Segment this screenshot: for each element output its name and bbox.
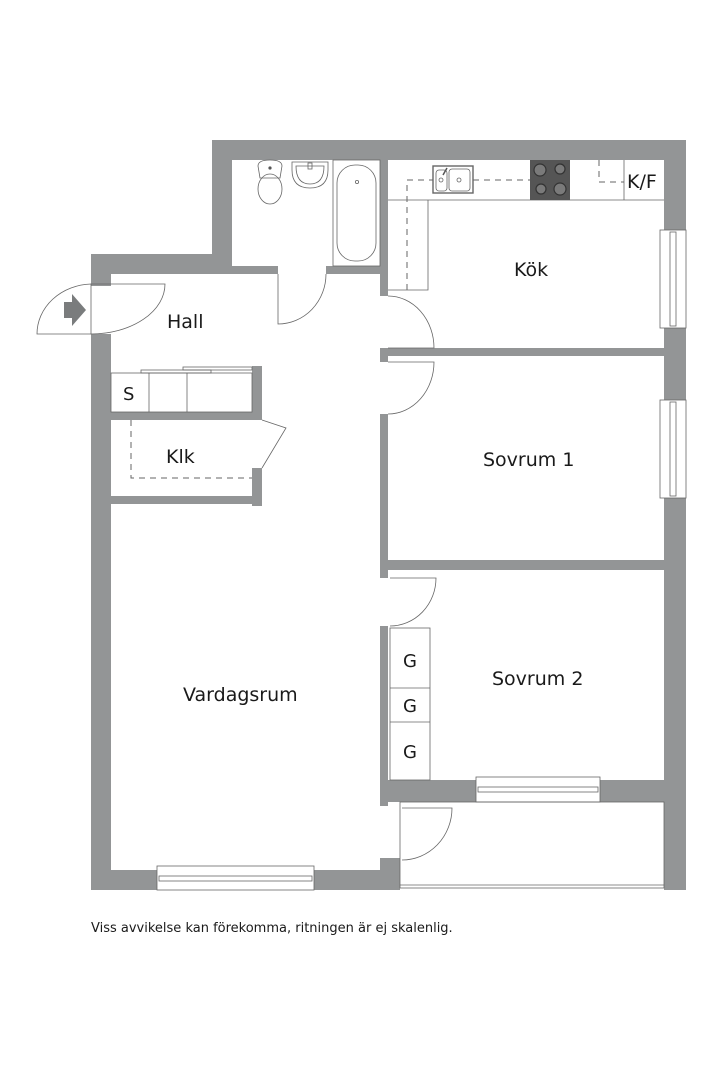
room-label-bedroom2: Sovrum 2: [492, 668, 583, 690]
room-label-fridge: K/F: [627, 171, 657, 193]
room-label-kitchen: Kök: [514, 259, 548, 281]
toilet-icon: [257, 159, 283, 205]
bathtub-icon: [332, 159, 381, 267]
sink-icon: [291, 161, 329, 189]
entrance-arrow-icon: [64, 294, 86, 326]
wardrobe-label-1: G: [403, 651, 417, 672]
bathroom-fixtures: [257, 159, 381, 267]
kitchen-fixtures: [388, 160, 664, 291]
stove-icon: [530, 160, 570, 200]
room-label-living-room: Vardagsrum: [183, 684, 298, 706]
doors: [36, 273, 453, 861]
wardrobe-label-3: G: [403, 742, 417, 763]
windows: [156, 229, 687, 891]
wardrobes: [389, 627, 431, 781]
outer-walls: [91, 140, 686, 890]
disclaimer-text: Viss avvikelse kan förekomma, ritningen …: [91, 921, 453, 936]
room-labels: Hall Kök K/F Sovrum 1 Sovrum 2 Vardagsru…: [123, 171, 657, 763]
room-label-walk-in-closet: Klk: [166, 446, 195, 468]
walk-in-closet-shelf: [130, 420, 252, 479]
interior-walls: [111, 160, 664, 806]
room-label-storage: S: [123, 384, 134, 405]
kitchen-sink-icon: [432, 165, 474, 194]
room-label-bedroom1: Sovrum 1: [483, 449, 574, 471]
wardrobe-label-2: G: [403, 696, 417, 717]
room-label-hall: Hall: [167, 311, 204, 333]
storage-closet: [110, 366, 253, 413]
